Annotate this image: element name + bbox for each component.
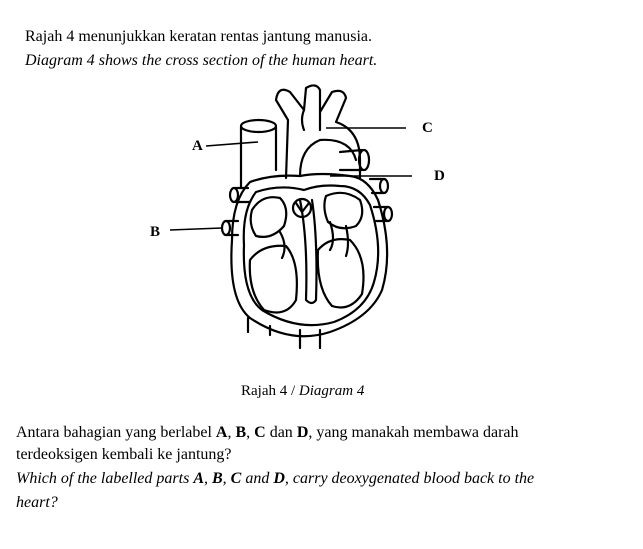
aortic-arch (276, 85, 360, 178)
heart-cross-section-diagram: A B C D (145, 75, 465, 380)
right-atrium (251, 197, 287, 237)
intro-text-malay: Rajah 4 menunjukkan keratan rentas jantu… (25, 28, 372, 46)
question-malay-line-1: Antara bahagian yang berlabel A, B, C da… (16, 424, 519, 442)
right-ventricle (250, 246, 297, 313)
caption-malay: Rajah 4 / (241, 383, 299, 399)
question-malay-text: Antara bahagian yang berlabel (16, 424, 216, 441)
question-malay-label-d: D (297, 424, 309, 441)
question-english-label-d: D (273, 470, 285, 487)
question-english-label-a: A (193, 470, 204, 487)
question-malay-line-2: terdeoksigen kembali ke jantung? (16, 446, 231, 464)
question-malay-label-a: A (216, 424, 228, 441)
label-a: A (192, 138, 203, 154)
question-malay-sep: , (246, 424, 254, 441)
intro-text-english: Diagram 4 shows the cross section of the… (25, 52, 377, 70)
question-english-sep: , (223, 470, 231, 487)
question-malay-label-c: C (254, 424, 266, 441)
question-english-sep: , (204, 470, 212, 487)
label-line-a (206, 142, 258, 146)
label-line-b (170, 228, 222, 230)
label-c: C (422, 120, 433, 136)
question-english-label-b: B (212, 470, 223, 487)
left-ventricle (318, 239, 364, 307)
question-english-line-2: heart? (16, 494, 58, 512)
label-d: D (434, 168, 445, 184)
question-english-line-1: Which of the labelled parts A, B, C and … (16, 470, 534, 488)
vena-cava-opening (241, 120, 276, 132)
question-malay-text: , yang manakah membawa darah (308, 424, 518, 441)
diagram-caption: Rajah 4 / Diagram 4 (241, 383, 364, 400)
caption-english: Diagram 4 (299, 383, 364, 399)
question-english-label-c: C (231, 470, 242, 487)
question-english-text: , carry deoxygenated blood back to the (285, 470, 534, 487)
descending-aorta (300, 330, 320, 348)
question-malay-sep: dan (266, 424, 297, 441)
question-malay-label-b: B (235, 424, 246, 441)
question-english-text: Which of the labelled parts (16, 470, 193, 487)
question-english-sep: and (241, 470, 273, 487)
label-b: B (150, 224, 160, 240)
